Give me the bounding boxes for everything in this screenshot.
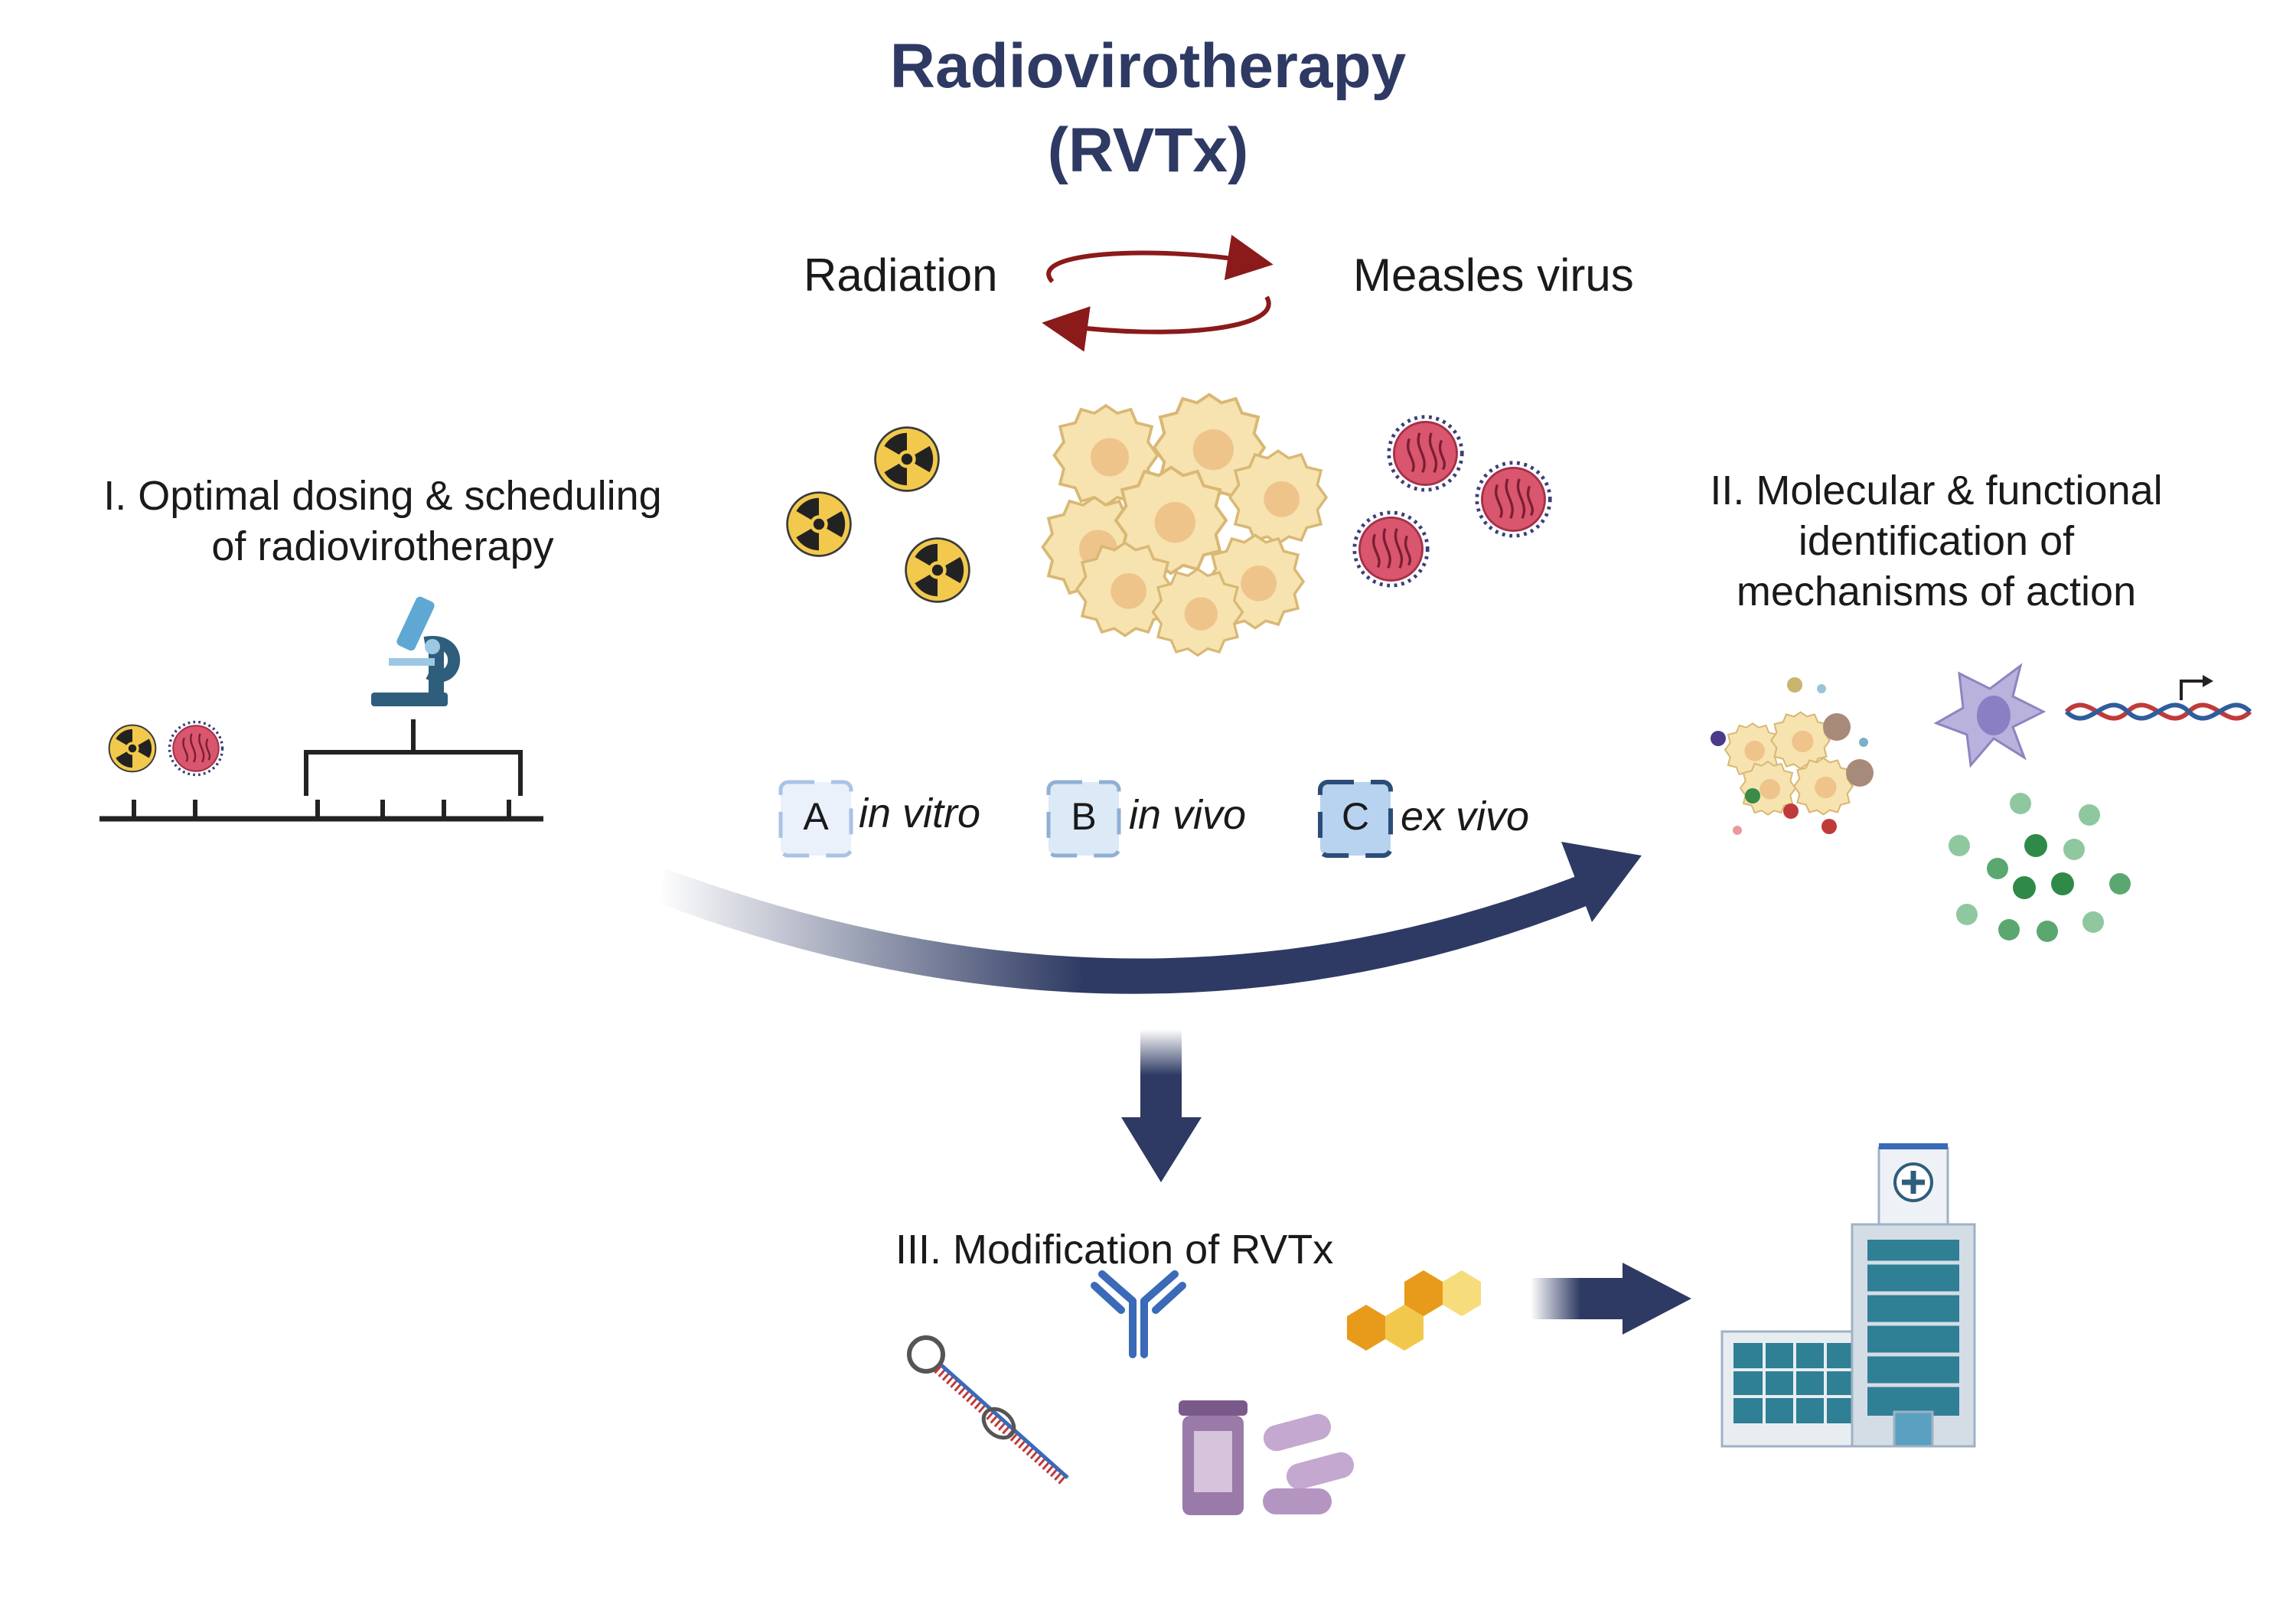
section-1-line-1: I. Optimal dosing & scheduling: [103, 473, 662, 519]
section-2-line-1: II. Molecular & functional: [1710, 468, 2163, 513]
cytokines-icon: [1949, 793, 2131, 942]
radiation-icon: [874, 425, 941, 492]
virus-icon: [1355, 513, 1427, 585]
right-arrow: [1531, 1263, 1691, 1335]
main-curved-arrow: [658, 842, 1642, 994]
model-boxes: [778, 780, 1393, 858]
section-2-line-2: identification of: [1798, 518, 2075, 564]
virus-icon: [1389, 417, 1462, 490]
section-2-line-3: mechanisms of action: [1736, 569, 2137, 614]
title-line-2: (RVTx): [1047, 116, 1249, 185]
section-3-label: III. Modification of RVTx: [895, 1227, 1334, 1273]
dendritic-cell-icon: [1933, 663, 2047, 768]
model-box-c: [1318, 780, 1393, 858]
model-letter-b: B: [1071, 795, 1097, 838]
model-label-ex-vivo: ex vivo: [1401, 794, 1530, 839]
rna-probe-icon: [907, 1335, 1069, 1485]
model-box-b: [1046, 780, 1121, 858]
title-line-1: Radiovirotherapy: [889, 31, 1407, 101]
section-1-line-2: of radiovirotherapy: [211, 523, 554, 569]
hospital-icon: [1720, 1143, 1976, 1448]
radiation-icon: [905, 536, 972, 603]
radiation-icons: [786, 425, 972, 603]
small-molecule-icon: [1347, 1270, 1481, 1351]
model-label-in-vitro: in vitro: [859, 790, 981, 836]
model-label-in-vivo: in vivo: [1129, 792, 1247, 838]
cycle-label-radiation: Radiation: [804, 249, 998, 301]
dna-icon: [2064, 675, 2252, 721]
timeline-diagram: [99, 596, 543, 822]
virus-icon: [168, 720, 224, 777]
virus-icon: [1477, 463, 1550, 536]
measles-virus-icons: [1355, 417, 1550, 585]
model-letter-a: A: [803, 795, 829, 838]
down-arrow: [1121, 1029, 1202, 1182]
model-letter-c: C: [1341, 795, 1370, 838]
radiation-icon: [786, 490, 853, 557]
radiation-icon: [108, 723, 158, 773]
capsules-icon: [1263, 1413, 1355, 1514]
cycle-arrows: [1042, 234, 1274, 352]
tumor-cell-cluster-icon: [1041, 393, 1328, 657]
cycle-label-measles: Measles virus: [1353, 249, 1634, 301]
antibody-icon: [1091, 1270, 1186, 1358]
microscope-icon: [371, 596, 461, 706]
pill-bottle-icon: [1179, 1400, 1247, 1515]
model-box-a: [778, 780, 853, 858]
immune-cell-cluster-icon: [1711, 677, 1874, 835]
